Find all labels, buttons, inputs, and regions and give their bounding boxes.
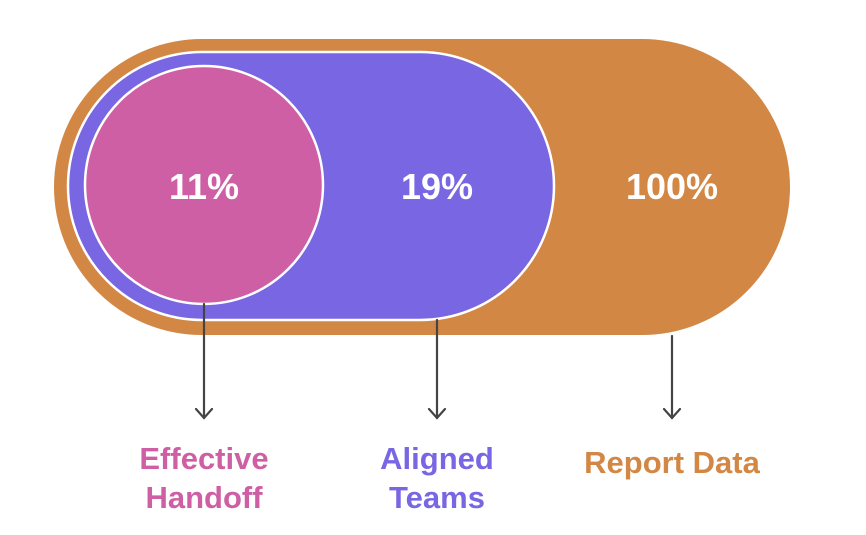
report-data-label: Report Data <box>584 445 760 480</box>
effective-handoff-label-line2: Handoff <box>145 480 263 515</box>
arrow-down-icon <box>427 318 447 420</box>
aligned-teams-label-line1: Aligned <box>380 441 494 476</box>
aligned-teams-value: 19% <box>401 166 473 207</box>
arrow-down-icon <box>662 334 682 420</box>
effective-handoff-label-line1: Effective <box>139 441 268 476</box>
aligned-teams-label-line2: Teams <box>389 480 485 515</box>
arrow-down-icon <box>194 302 214 420</box>
effective-handoff-value: 11% <box>169 166 239 207</box>
report-data-value: 100% <box>626 166 718 207</box>
